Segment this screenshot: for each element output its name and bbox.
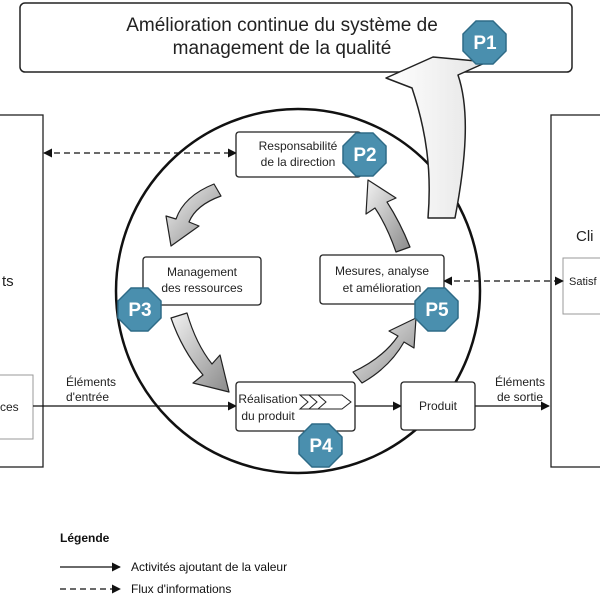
right-panel-fragment-lower: Satisf — [569, 276, 597, 288]
box-management-ressources: Management des ressources — [142, 256, 262, 306]
cycle-arrow-bottom-right — [352, 317, 417, 384]
badge-p4-label: P4 — [309, 436, 333, 457]
legend-heading: Légende — [60, 531, 110, 545]
badge-p3: P3 — [117, 287, 162, 332]
produit-label: Produit — [419, 399, 458, 413]
box-realisation-produit: Réalisation du produit — [235, 381, 356, 432]
title-line-2: management de la qualité — [173, 38, 392, 59]
mesures-line-2: et amélioration — [343, 281, 422, 295]
box-produit: Produit — [400, 381, 476, 431]
badge-p1-shape — [462, 20, 507, 65]
mesures-line-1: Mesures, analyse — [335, 264, 429, 278]
badge-p4: P4 — [298, 423, 343, 468]
realisation-line-1: Réalisation — [238, 392, 297, 406]
legend-solid-label: Activités ajoutant de la valeur — [131, 560, 287, 574]
left-stakeholder-panel: ts ces — [0, 114, 44, 468]
output-label-line-2: de sortie — [497, 390, 543, 404]
title-line-1: Amélioration continue du système de — [126, 15, 438, 36]
badge-p3-label: P3 — [128, 300, 151, 321]
legend-dashed-label: Flux d'informations — [131, 582, 231, 596]
chevron-arrows-icon — [298, 394, 352, 410]
badge-p4-shape — [298, 423, 343, 468]
badge-p5: P5 — [414, 287, 459, 332]
legend: Légende Activités ajoutant de la valeur … — [60, 531, 287, 596]
badge-p2-label: P2 — [353, 145, 376, 166]
cycle-arrow-bottom-left — [170, 312, 230, 393]
left-panel-fragment-upper: ts — [2, 273, 14, 290]
output-label-line-1: Éléments — [495, 374, 545, 389]
badge-p1: P1 — [462, 20, 507, 65]
box-mesures-analyse: Mesures, analyse et amélioration — [319, 254, 445, 305]
responsabilite-line-1: Responsabilité — [259, 139, 338, 153]
badge-p5-label: P5 — [425, 300, 449, 321]
input-label-line-1: Éléments — [66, 374, 116, 389]
badge-p1-label: P1 — [473, 33, 497, 54]
box-responsabilite-direction: Responsabilité de la direction — [235, 131, 362, 178]
badge-p2: P2 — [342, 132, 387, 177]
badge-p5-shape — [414, 287, 459, 332]
cycle-arrow-top-left — [165, 183, 222, 247]
management-line-2: des ressources — [161, 281, 242, 295]
right-stakeholder-panel: Cli Satisf — [550, 114, 600, 468]
input-label-line-2: d'entrée — [66, 390, 109, 404]
badge-p2-shape — [342, 132, 387, 177]
left-panel-fragment-lower: ces — [0, 400, 19, 414]
responsabilite-line-2: de la direction — [261, 155, 336, 169]
realisation-line-2: du produit — [241, 409, 295, 423]
title-box: Amélioration continue du système de mana… — [19, 2, 573, 73]
badge-p3-shape — [117, 287, 162, 332]
management-line-1: Management — [167, 265, 238, 279]
right-panel-fragment-upper: Cli — [576, 228, 594, 245]
cycle-arrow-top-right — [365, 179, 411, 253]
